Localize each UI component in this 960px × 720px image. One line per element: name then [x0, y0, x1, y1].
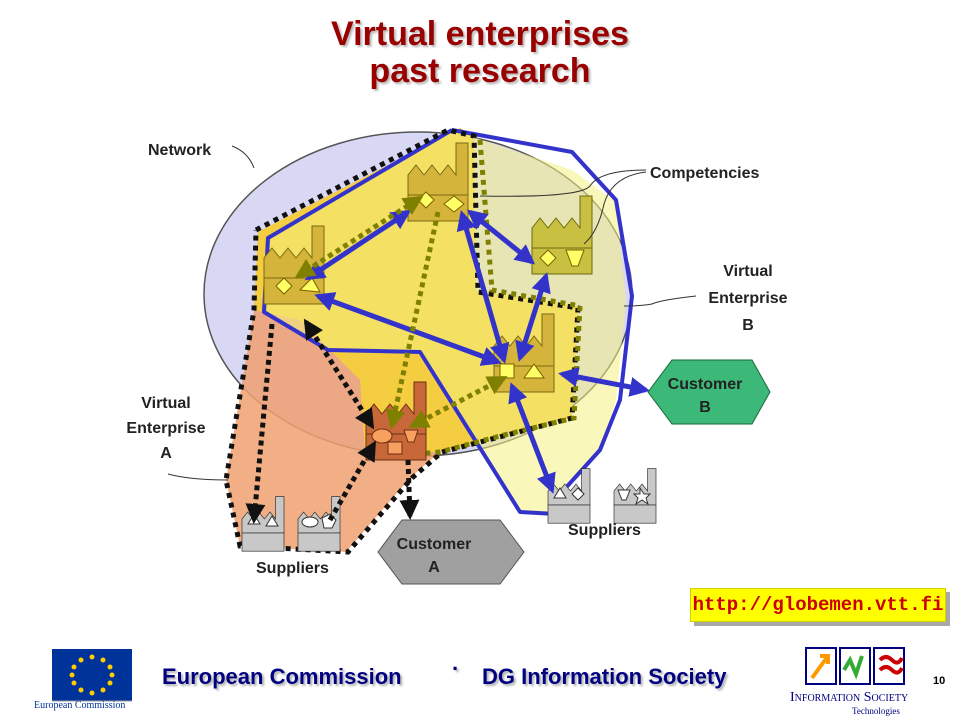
- competencies-label: Competencies: [650, 165, 759, 182]
- ve-b-label-line3: B: [742, 317, 754, 334]
- european-commission-logo: [52, 649, 132, 702]
- callout-lines: [167, 145, 697, 481]
- orange-competency-symbols: [371, 428, 419, 455]
- information-society-logo: [805, 647, 905, 685]
- footer-separator: ·: [452, 656, 460, 681]
- virtual-enterprise-a-outline: [223, 127, 581, 555]
- footer-left-text: European Commission: [162, 664, 402, 689]
- slide-title-line2: past research: [369, 52, 591, 90]
- customer-b-label-line1: Customer: [668, 376, 743, 393]
- ist-logo-label: Information Society: [790, 690, 909, 705]
- suppliers-left-label: Suppliers: [256, 560, 329, 577]
- footer-right-text: DG Information Society: [482, 664, 727, 689]
- suppliers-right-label: Suppliers: [568, 522, 641, 539]
- project-url-link[interactable]: http://globemen.vtt.fi: [690, 588, 946, 622]
- eu-logo-label: European Commission: [34, 700, 126, 711]
- network-label: Network: [148, 142, 211, 159]
- olive-relation-arrows: [294, 195, 508, 430]
- competency-symbols: [275, 191, 585, 379]
- black-relation-arrows: [245, 318, 420, 524]
- ve-a-label-line2: Enterprise: [126, 420, 205, 437]
- slide-title-line1: Virtual enterprises: [331, 15, 629, 53]
- page-number: 10: [933, 675, 946, 687]
- customer-a-label-line1: Customer: [397, 536, 472, 553]
- customer-a-label-line2: A: [428, 559, 440, 576]
- customer-b-label-line2: B: [699, 399, 711, 416]
- ist-logo-sublabel: Technologies: [852, 706, 900, 716]
- customer-b-node: [647, 359, 771, 425]
- ve-b-label-line1: Virtual: [723, 263, 773, 280]
- ve-a-label-line1: Virtual: [141, 395, 191, 412]
- virtual-enterprise-diagram: Customer B Customer A Network Competenci…: [126, 127, 788, 585]
- customer-a-node: [377, 519, 525, 585]
- ve-b-label-line2: Enterprise: [708, 290, 787, 307]
- ve-a-label-line3: A: [160, 445, 172, 462]
